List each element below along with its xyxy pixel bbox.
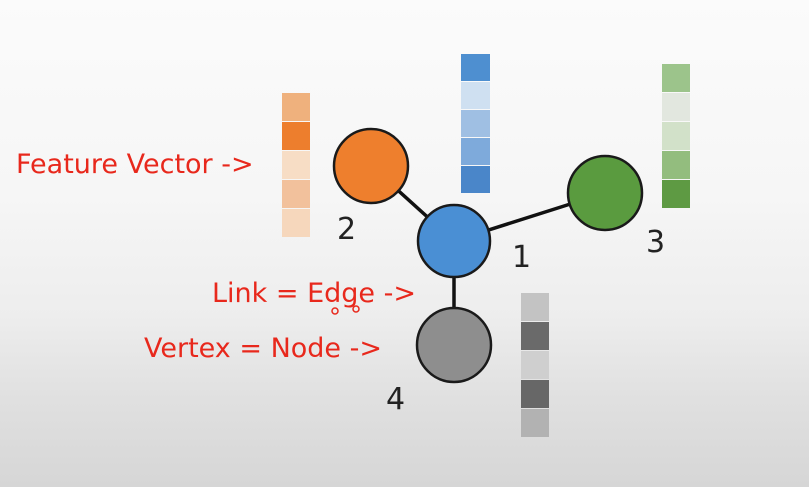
node-2: [332, 127, 410, 205]
feature-vector-node-1: [461, 54, 490, 193]
node-4: [415, 306, 493, 384]
feature-cell: [282, 151, 310, 179]
feature-cell: [461, 166, 490, 193]
feature-vector-node-4: [521, 293, 549, 437]
feature-cell: [282, 209, 310, 237]
feature-cell: [662, 122, 690, 150]
feature-cell: [662, 93, 690, 121]
feature-cell: [461, 110, 490, 137]
feature-cell: [521, 380, 549, 408]
feature-cell: [521, 293, 549, 321]
feature-cell: [662, 64, 690, 92]
node-1: [416, 203, 492, 279]
feature-cell: [521, 351, 549, 379]
annotation-node: Vertex = Node ->: [144, 333, 382, 364]
feature-vectors-layer: [282, 54, 690, 437]
node-3: [566, 154, 644, 232]
cursor-dot: [331, 307, 339, 315]
feature-cell: [461, 54, 490, 81]
feature-cell: [282, 122, 310, 150]
feature-cell: [521, 409, 549, 437]
node-label-3: 3: [646, 225, 665, 260]
feature-cell: [662, 180, 690, 208]
feature-cell: [282, 93, 310, 121]
feature-cell: [461, 138, 490, 165]
feature-cell: [461, 82, 490, 109]
cursor-dot: [352, 305, 360, 313]
node-label-4: 4: [386, 382, 405, 417]
annotation-feature-vector: Feature Vector ->: [16, 149, 254, 180]
node-label-1: 1: [512, 240, 531, 275]
feature-vector-node-2: [282, 93, 310, 237]
nodes-layer: [332, 127, 644, 384]
feature-cell: [662, 151, 690, 179]
feature-vector-node-3: [662, 64, 690, 208]
node-label-2: 2: [337, 212, 356, 247]
feature-cell: [521, 322, 549, 350]
feature-cell: [282, 180, 310, 208]
annotation-edge: Link = Edge ->: [212, 278, 416, 309]
